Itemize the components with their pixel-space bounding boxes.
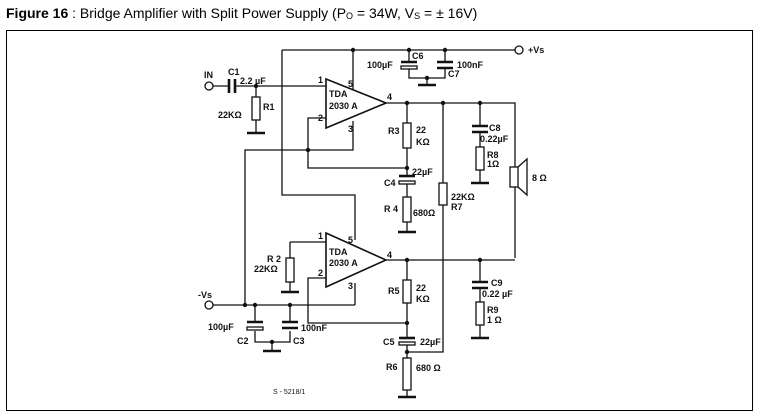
pin1-label: 1 [318, 75, 323, 85]
r3-val-b-label: KΩ [416, 137, 430, 147]
pin2-label: 2 [318, 113, 323, 123]
r7-val-label: 22KΩ [451, 192, 475, 202]
spk-val-label: 8 Ω [532, 173, 547, 183]
c3-label: C3 [293, 336, 305, 346]
component-labels: IN +Vs -Vs C1 2.2 µF R1 22KΩ C6 100µF C7… [198, 45, 547, 396]
c9-label: C9 [491, 278, 503, 288]
junction-dots [242, 47, 483, 355]
pin3-label: 3 [348, 124, 353, 134]
end-label: = ± 16V) [420, 5, 478, 21]
r7-label: R7 [451, 202, 463, 212]
pin2-label: 2 [318, 268, 323, 278]
pin5-label: 5 [348, 235, 353, 245]
ic1-a-label: TDA [329, 89, 348, 99]
vs-neg-label: -Vs [198, 290, 212, 300]
c1-val-label: 2.2 µF [240, 76, 266, 86]
ic1-b-label: 2030 A [329, 101, 358, 111]
c3-val-label: 100nF [301, 323, 328, 333]
r2-label: R 2 [267, 254, 281, 264]
r6-label: R6 [386, 362, 398, 372]
c6-val-label: 100µF [367, 60, 393, 70]
figure-title: Figure 16 : Bridge Amplifier with Split … [6, 5, 477, 21]
figure-frame [6, 30, 753, 411]
c7-val-label: 100nF [457, 60, 484, 70]
r8-val-label: 1Ω [487, 159, 499, 169]
r2-val-label: 22KΩ [254, 264, 278, 274]
c2-label: C2 [237, 336, 249, 346]
r3-label: R3 [388, 126, 400, 136]
c8-val-label: 0.22µF [480, 134, 509, 144]
text-label: Bridge Amplifier with Split Power Supply… [79, 5, 347, 21]
sep-label: : [68, 5, 80, 21]
in-label: IN [204, 70, 213, 80]
figure-label: Figure 16 [6, 5, 69, 21]
r4-val-label: 680Ω [413, 208, 435, 218]
r1-val-label: 22KΩ [218, 110, 242, 120]
mid-label: = 34W, V [353, 5, 415, 21]
vs-pos-label: +Vs [528, 45, 544, 55]
vs-pos-terminal [514, 45, 524, 55]
pin5-label: 5 [348, 79, 353, 89]
drawing-no-label: S - 5218/1 [273, 389, 305, 396]
c5-label: C5 [383, 337, 395, 347]
vs-sub-label: S [414, 11, 421, 21]
r3-val-a-label: 22 [416, 125, 426, 135]
c7-label: C7 [448, 69, 460, 79]
c5-val-label: 22µF [420, 337, 441, 347]
r8-label: R8 [487, 150, 499, 160]
r5-label: R5 [388, 286, 400, 296]
c2-val-label: 100µF [208, 322, 234, 332]
pin1-label: 1 [318, 231, 323, 241]
po-sub-label: O [346, 11, 354, 21]
ic2-b-label: 2030 A [329, 258, 358, 268]
r9-label: R9 [487, 305, 499, 315]
pin3-label: 3 [348, 281, 353, 291]
pin4-label: 4 [387, 250, 392, 260]
c1-label: C1 [228, 67, 240, 77]
speaker-icon [509, 166, 519, 188]
c4-val-label: 22µF [412, 167, 433, 177]
in-terminal [204, 81, 214, 91]
c4-label: C4 [384, 178, 396, 188]
pin4-label: 4 [387, 92, 392, 102]
ic2-a-label: TDA [329, 247, 348, 257]
r1-label: R1 [263, 102, 275, 112]
c8-label: C8 [489, 123, 501, 133]
c9-val-label: 0.22 µF [482, 289, 513, 299]
r4-label: R 4 [384, 204, 398, 214]
r9-val-label: 1 Ω [487, 315, 502, 325]
c6-label: C6 [412, 51, 424, 61]
vs-neg-terminal [204, 300, 214, 310]
wires [204, 45, 528, 399]
r6-val-label: 680 Ω [416, 363, 441, 373]
r5-val-b-label: KΩ [416, 294, 430, 304]
r5-val-a-label: 22 [416, 283, 426, 293]
